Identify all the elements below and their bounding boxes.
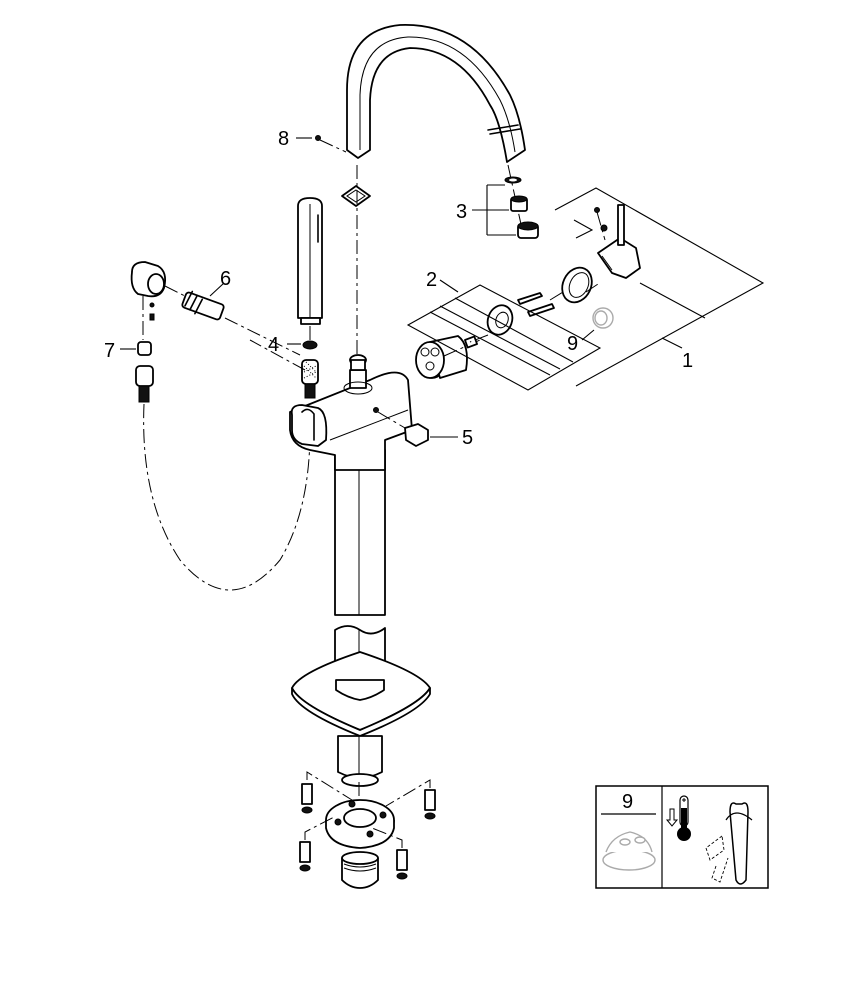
part-3-aerator-set: 3 xyxy=(456,164,539,239)
part-8-set-screw: 8 xyxy=(278,128,347,153)
info-box: 9 xyxy=(595,785,769,889)
part-1-bracket: 1 xyxy=(554,187,765,387)
arrow-down-icon xyxy=(665,808,679,827)
part-9-adapter: 9 xyxy=(567,307,614,355)
part-2-bonnet-set: 2 xyxy=(406,269,602,391)
part-4-hose-connector: 4 xyxy=(249,334,319,399)
spout-seal xyxy=(341,185,371,207)
mounting-flange xyxy=(299,771,436,889)
screw xyxy=(396,849,408,880)
shower-hose xyxy=(143,403,311,591)
part-7-hose-nut: 7 xyxy=(104,340,154,403)
part-label-9: 9 xyxy=(567,333,578,355)
part-label-4: 4 xyxy=(268,334,279,356)
part-5-plug: 5 xyxy=(377,411,473,449)
lever-rotation-icon xyxy=(705,802,753,885)
part-label-2: 2 xyxy=(426,269,437,291)
part-label-6: 6 xyxy=(220,268,231,290)
part-label-5: 5 xyxy=(462,427,473,449)
part-6-hose-outlet: 6 xyxy=(181,268,301,356)
thermometer-icon xyxy=(677,795,691,841)
base-escutcheon xyxy=(291,651,431,787)
part-label-1: 1 xyxy=(682,350,693,372)
info-box-part-number: 9 xyxy=(622,791,633,813)
lever-handle xyxy=(585,204,641,293)
adapter-illustration xyxy=(602,831,656,871)
screw xyxy=(424,789,436,820)
screw xyxy=(299,841,311,872)
hand-shower xyxy=(297,197,323,325)
spout xyxy=(346,24,526,163)
part-label-7: 7 xyxy=(104,340,115,362)
screw xyxy=(301,783,313,814)
faucet-body xyxy=(289,354,413,616)
wall-elbow xyxy=(130,261,186,340)
cartridge xyxy=(415,335,481,379)
escutcheon-ring xyxy=(549,266,593,304)
part-label-8: 8 xyxy=(278,128,289,150)
part-label-3: 3 xyxy=(456,201,467,223)
